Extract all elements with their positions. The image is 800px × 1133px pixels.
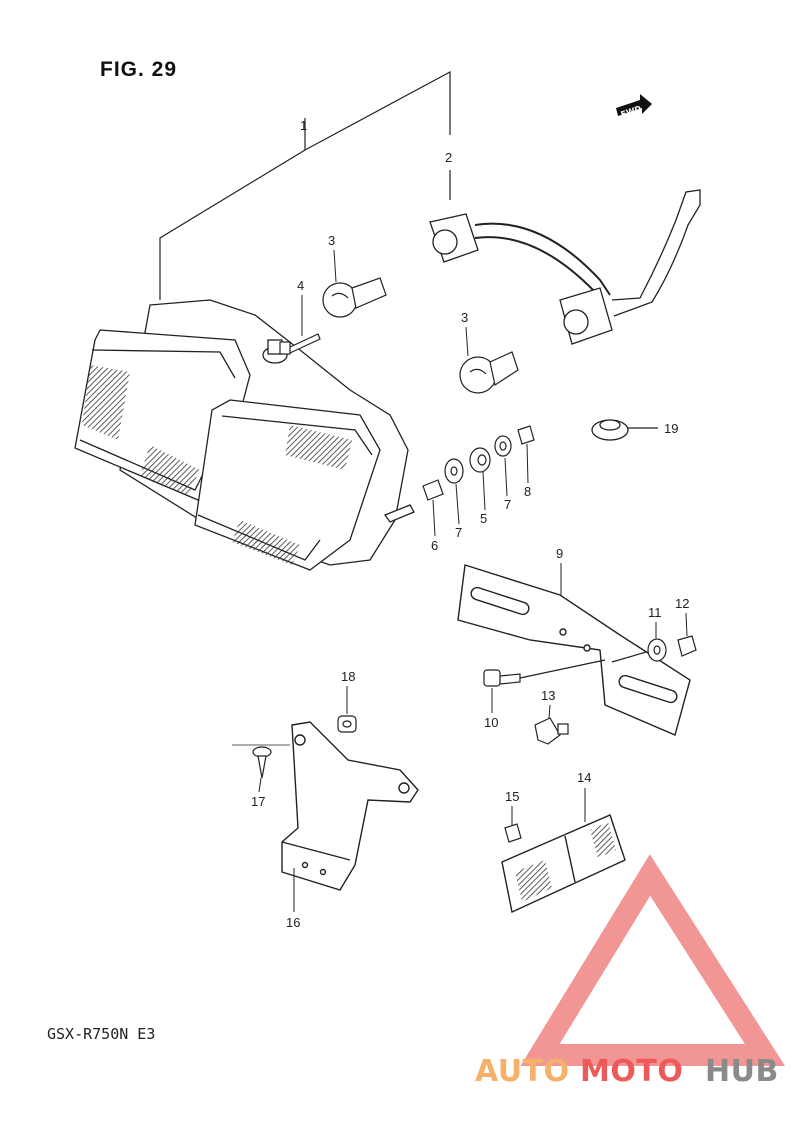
figure-title: FIG. 29 [100, 58, 178, 81]
tail-lamp-assembly [74, 299, 415, 571]
spacer-part-6 [422, 479, 444, 501]
forward-direction-arrow: FWD [616, 94, 652, 119]
callout-2: 2 [445, 150, 452, 165]
watermark-triangle [520, 854, 786, 1066]
callout-14: 14 [577, 770, 591, 785]
callout-1: 1 [300, 118, 307, 133]
socket-harness-part-2 [429, 189, 701, 345]
nut-part-18 [337, 715, 357, 733]
reflector-bracket-part-16 [281, 721, 419, 891]
model-code: GSX-R750N E3 [47, 1025, 156, 1043]
callout-16: 16 [286, 915, 300, 930]
watermark-text-hub: HUB [705, 1054, 779, 1089]
bulb-part-3-upper [322, 277, 387, 318]
callout-9: 9 [556, 546, 563, 561]
bulb-part-3-lower [459, 351, 519, 394]
screw-part-4 [279, 333, 321, 355]
callout-17: 17 [251, 794, 265, 809]
callout-7-a: 7 [455, 525, 462, 540]
hardware-stack [422, 425, 535, 501]
callout-8: 8 [524, 484, 531, 499]
callout-7-b: 7 [504, 497, 511, 512]
nut-part-8 [517, 425, 535, 445]
callout-3-upper: 3 [328, 233, 335, 248]
callout-10: 10 [484, 715, 498, 730]
callout-18: 18 [341, 669, 355, 684]
callout-15: 15 [505, 789, 519, 804]
screw-part-17 [232, 744, 290, 779]
callout-11: 11 [648, 605, 662, 620]
bolt-part-10 [483, 659, 606, 687]
grommet-part-19 [591, 419, 658, 441]
nut-part-15 [504, 823, 522, 843]
callout-6: 6 [431, 538, 438, 553]
watermark-logo: AUTO MOTO HUB [475, 854, 786, 1089]
nut-part-12 [677, 635, 697, 657]
watermark-text-moto: MOTO [580, 1054, 683, 1089]
assembly-leader-lines [159, 70, 451, 300]
reflector-part-14 [501, 814, 626, 914]
license-bracket-part-9 [457, 564, 691, 736]
watermark-text-auto: AUTO [475, 1054, 570, 1089]
washer-part-11 [611, 638, 667, 663]
callout-19: 19 [664, 421, 678, 436]
cushion-part-13 [534, 717, 569, 745]
callout-4: 4 [297, 278, 304, 293]
callout-13: 13 [541, 688, 555, 703]
callout-5: 5 [480, 511, 487, 526]
callout-12: 12 [675, 596, 689, 611]
callout-labels: 1 2 3 3 4 5 6 7 7 8 9 10 11 12 1 [251, 118, 689, 930]
callout-3-lower: 3 [461, 310, 468, 325]
